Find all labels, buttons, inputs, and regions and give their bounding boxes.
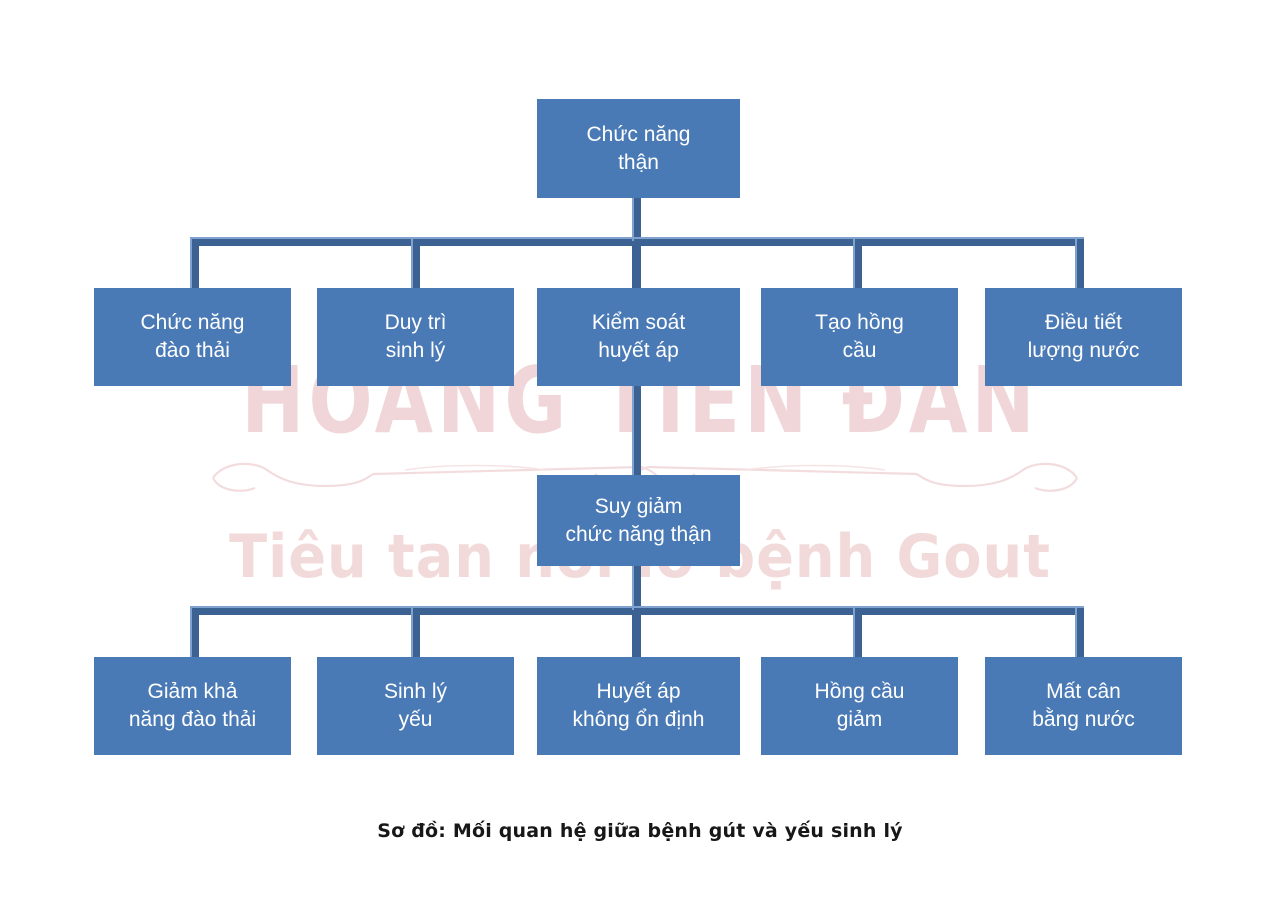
node-duy-tri-sinh-ly[interactable]: Duy trì sinh lý: [317, 288, 514, 386]
node-suy-giam-chuc-nang-than[interactable]: Suy giảm chức năng thận: [537, 475, 740, 566]
node-giam-kha-nang-dao-thai[interactable]: Giảm khả năng đào thải: [94, 657, 291, 755]
node-tao-hong-cau[interactable]: Tạo hồng cầu: [761, 288, 958, 386]
node-huyet-ap-khong-on-dinh[interactable]: Huyết áp không ổn định: [537, 657, 740, 755]
node-sinh-ly-yeu[interactable]: Sinh lý yếu: [317, 657, 514, 755]
diagram-caption: Sơ đồ: Mối quan hệ giữa bệnh gút và yếu …: [377, 820, 903, 842]
node-hong-cau-giam[interactable]: Hồng cầu giảm: [761, 657, 958, 755]
node-chuc-nang-dao-thai[interactable]: Chức năng đào thải: [94, 288, 291, 386]
node-root-chuc-nang-than[interactable]: Chức năng thận: [537, 99, 740, 198]
node-mat-can-bang-nuoc[interactable]: Mất cân bằng nước: [985, 657, 1182, 755]
node-kiem-soat-huyet-ap[interactable]: Kiểm soát huyết áp: [537, 288, 740, 386]
node-dieu-tiet-luong-nuoc[interactable]: Điều tiết lượng nước: [985, 288, 1182, 386]
